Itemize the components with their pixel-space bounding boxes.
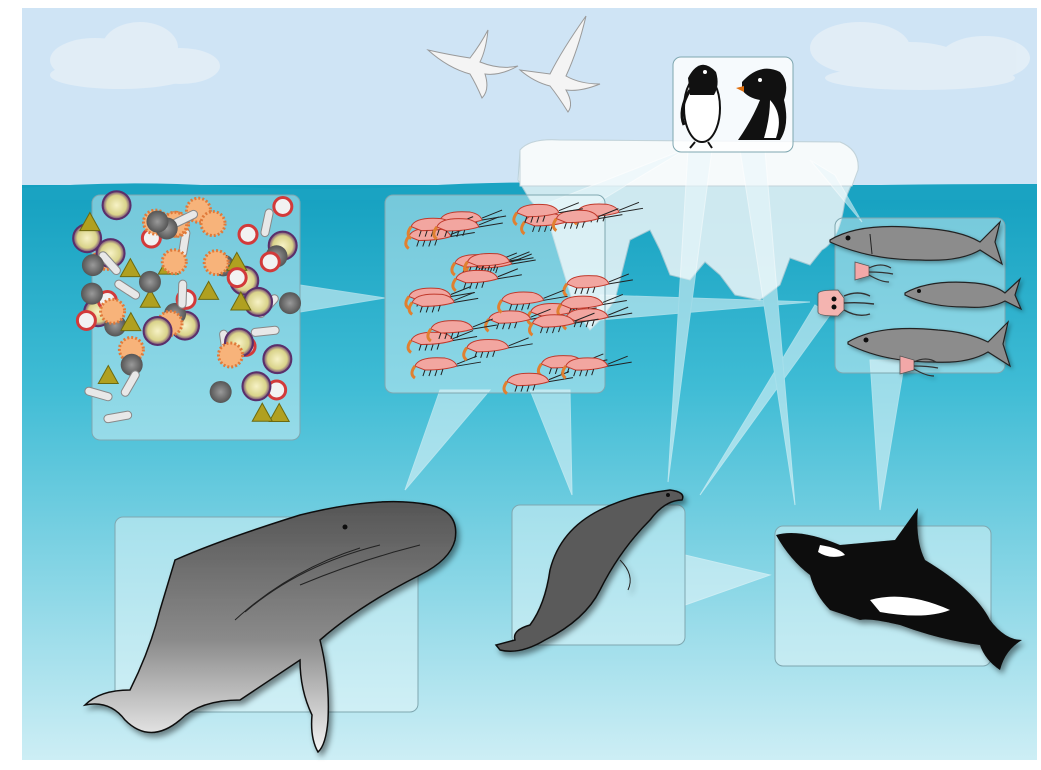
phytoplankton-cell-icon [82, 254, 104, 276]
phytoplankton-cell-icon [228, 269, 246, 287]
phytoplankton-cell-icon [201, 212, 225, 236]
phytoplankton-cell-icon [162, 250, 186, 274]
phytoplankton-cell-icon [261, 253, 279, 271]
phytoplankton-cell-icon [274, 198, 292, 216]
phytoplankton-cell-icon [146, 211, 168, 233]
phytoplankton-cell-icon [139, 271, 161, 293]
phytoplankton-cell-icon [204, 251, 228, 275]
phytoplankton-cell-icon [218, 343, 242, 367]
phytoplankton-cell-icon [242, 372, 270, 400]
phytoplankton-cell-icon [263, 345, 291, 373]
phytoplankton-cell-icon [178, 280, 187, 308]
phytoplankton-cell-icon [239, 225, 257, 243]
phytoplankton-cell-icon [101, 299, 125, 323]
phytoplankton-cell-icon [279, 292, 301, 314]
phytoplankton-cell-icon [81, 283, 103, 305]
phytoplankton-cell-icon [77, 311, 95, 329]
phytoplankton-cell-icon [210, 381, 232, 403]
phytoplankton-cell-icon [244, 288, 272, 316]
phytoplankton-cell-icon [103, 191, 131, 219]
phytoplankton-cell-icon [144, 317, 172, 345]
